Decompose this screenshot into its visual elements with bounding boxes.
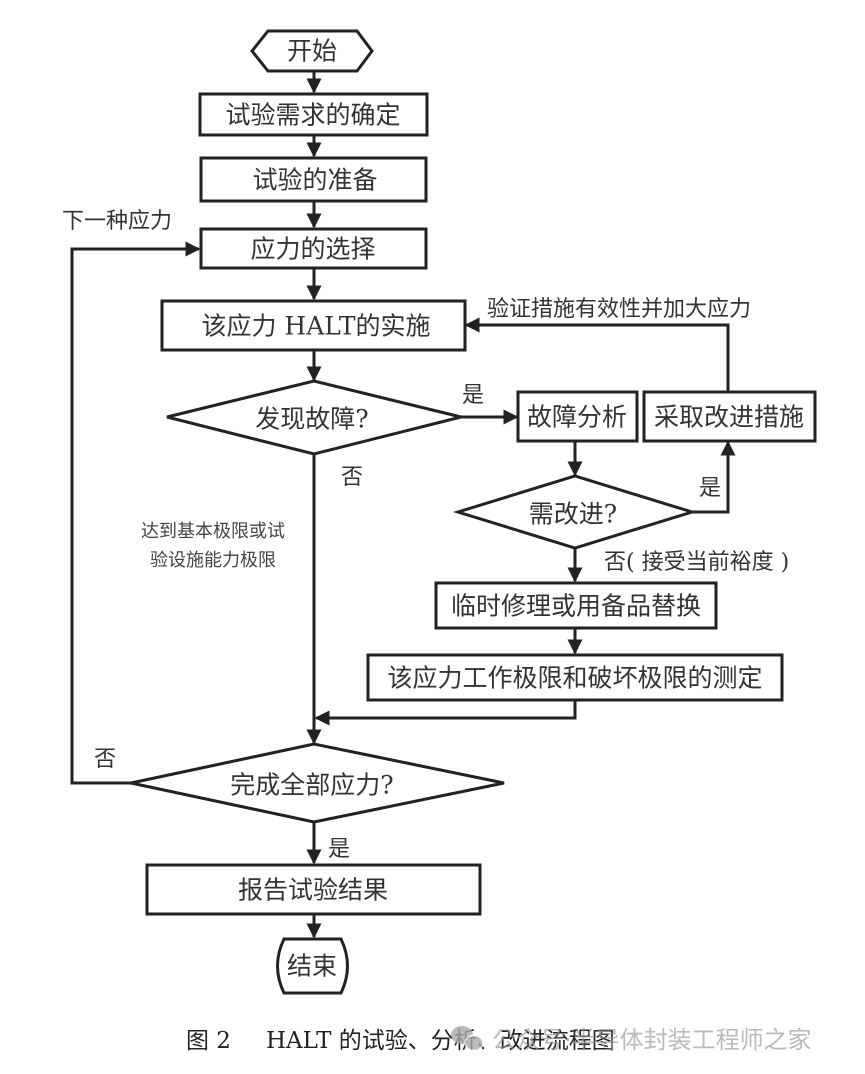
limit-note-line2: 验设施能力极限 xyxy=(150,550,276,571)
report-node: 报告试验结果 xyxy=(145,863,482,916)
all-stress-done-diamond xyxy=(130,742,505,824)
stress-selection-box xyxy=(199,227,428,270)
failure-found-diamond xyxy=(166,379,462,456)
failure-analysis-node: 故障分析 xyxy=(516,390,639,443)
all-stress-done-node: 完成全部应力? xyxy=(130,742,505,824)
all-stress-done-label: 完成全部应力? xyxy=(230,771,393,800)
arrow-verify-feedback xyxy=(464,317,730,391)
wechat-icon xyxy=(451,1026,484,1052)
limit-note-line1: 达到基本极限或试 xyxy=(141,521,285,542)
start-node: 开始 xyxy=(250,29,374,73)
take-measures-box xyxy=(642,390,817,443)
failure-yes-label: 是 xyxy=(462,383,484,408)
preparation-box xyxy=(199,156,428,203)
arrow-improve-yes xyxy=(692,440,736,514)
figure-caption: 图 2 HALT 的试验、分析、改进流程图 xyxy=(186,1028,615,1054)
failure-found-node: 发现故障? xyxy=(166,379,462,456)
requirements-label: 试验需求的确定 xyxy=(225,101,400,130)
verify-increase-label: 验证措施有效性并加大应力 xyxy=(487,297,751,322)
limit-measure-label: 该应力工作极限和破坏极限的测定 xyxy=(387,664,762,693)
edge-labels: 下一种应力 验证措施有效性并加大应力 是 否 是 否( 接受当前裕度 ) 达到基… xyxy=(62,209,789,862)
start-label: 开始 xyxy=(287,37,337,66)
failure-no-label: 否 xyxy=(341,465,363,490)
failure-analysis-label: 故障分析 xyxy=(527,403,627,432)
preparation-label: 试验的准备 xyxy=(252,166,377,195)
connectors xyxy=(70,71,736,939)
improve-no-label: 否( 接受当前裕度 ) xyxy=(604,550,789,575)
need-improve-node: 需改进? xyxy=(452,474,698,550)
report-box xyxy=(145,863,482,916)
end-node: 结束 xyxy=(276,937,349,995)
all-done-yes-label: 是 xyxy=(328,837,350,862)
end-terminator xyxy=(276,937,349,995)
arrow-limit-merge xyxy=(314,700,577,726)
take-measures-label: 采取改进措施 xyxy=(654,403,804,432)
temp-repair-node: 临时修理或用备品替换 xyxy=(434,581,718,630)
need-improve-label: 需改进? xyxy=(529,500,617,529)
stress-selection-label: 应力的选择 xyxy=(250,235,375,264)
watermark: 公众号·半导体封装工程师之家 xyxy=(451,1026,812,1054)
figure-title: HALT 的试验、分析、改进流程图 xyxy=(266,1028,615,1054)
improve-yes-label: 是 xyxy=(699,476,721,501)
requirements-box xyxy=(198,92,429,137)
take-measures-node: 采取改进措施 xyxy=(642,390,817,443)
end-label: 结束 xyxy=(287,952,337,981)
failure-found-label: 发现故障? xyxy=(255,405,368,434)
next-stress-label: 下一种应力 xyxy=(62,209,172,234)
preparation-node: 试验的准备 xyxy=(199,156,428,203)
watermark-text: 公众号·半导体封装工程师之家 xyxy=(492,1026,812,1054)
halt-execution-label: 该应力 HALT的实施 xyxy=(201,312,430,341)
figure-number: 图 2 xyxy=(186,1028,231,1054)
limit-measure-node: 该应力工作极限和破坏极限的测定 xyxy=(366,653,784,702)
temp-repair-box xyxy=(434,581,718,630)
failure-analysis-box xyxy=(516,390,639,443)
arrow-next-stress-loop xyxy=(70,241,201,785)
halt-execution-node: 该应力 HALT的实施 xyxy=(160,299,467,352)
stress-selection-node: 应力的选择 xyxy=(199,227,428,270)
temp-repair-label: 临时修理或用备品替换 xyxy=(451,592,701,621)
limit-measure-box xyxy=(366,653,784,702)
requirements-node: 试验需求的确定 xyxy=(198,92,429,137)
start-hexagon xyxy=(250,29,374,73)
need-improve-diamond xyxy=(452,474,698,550)
all-done-no-label: 否 xyxy=(94,747,116,772)
halt-execution-box xyxy=(160,299,467,352)
report-label: 报告试验结果 xyxy=(238,876,388,905)
